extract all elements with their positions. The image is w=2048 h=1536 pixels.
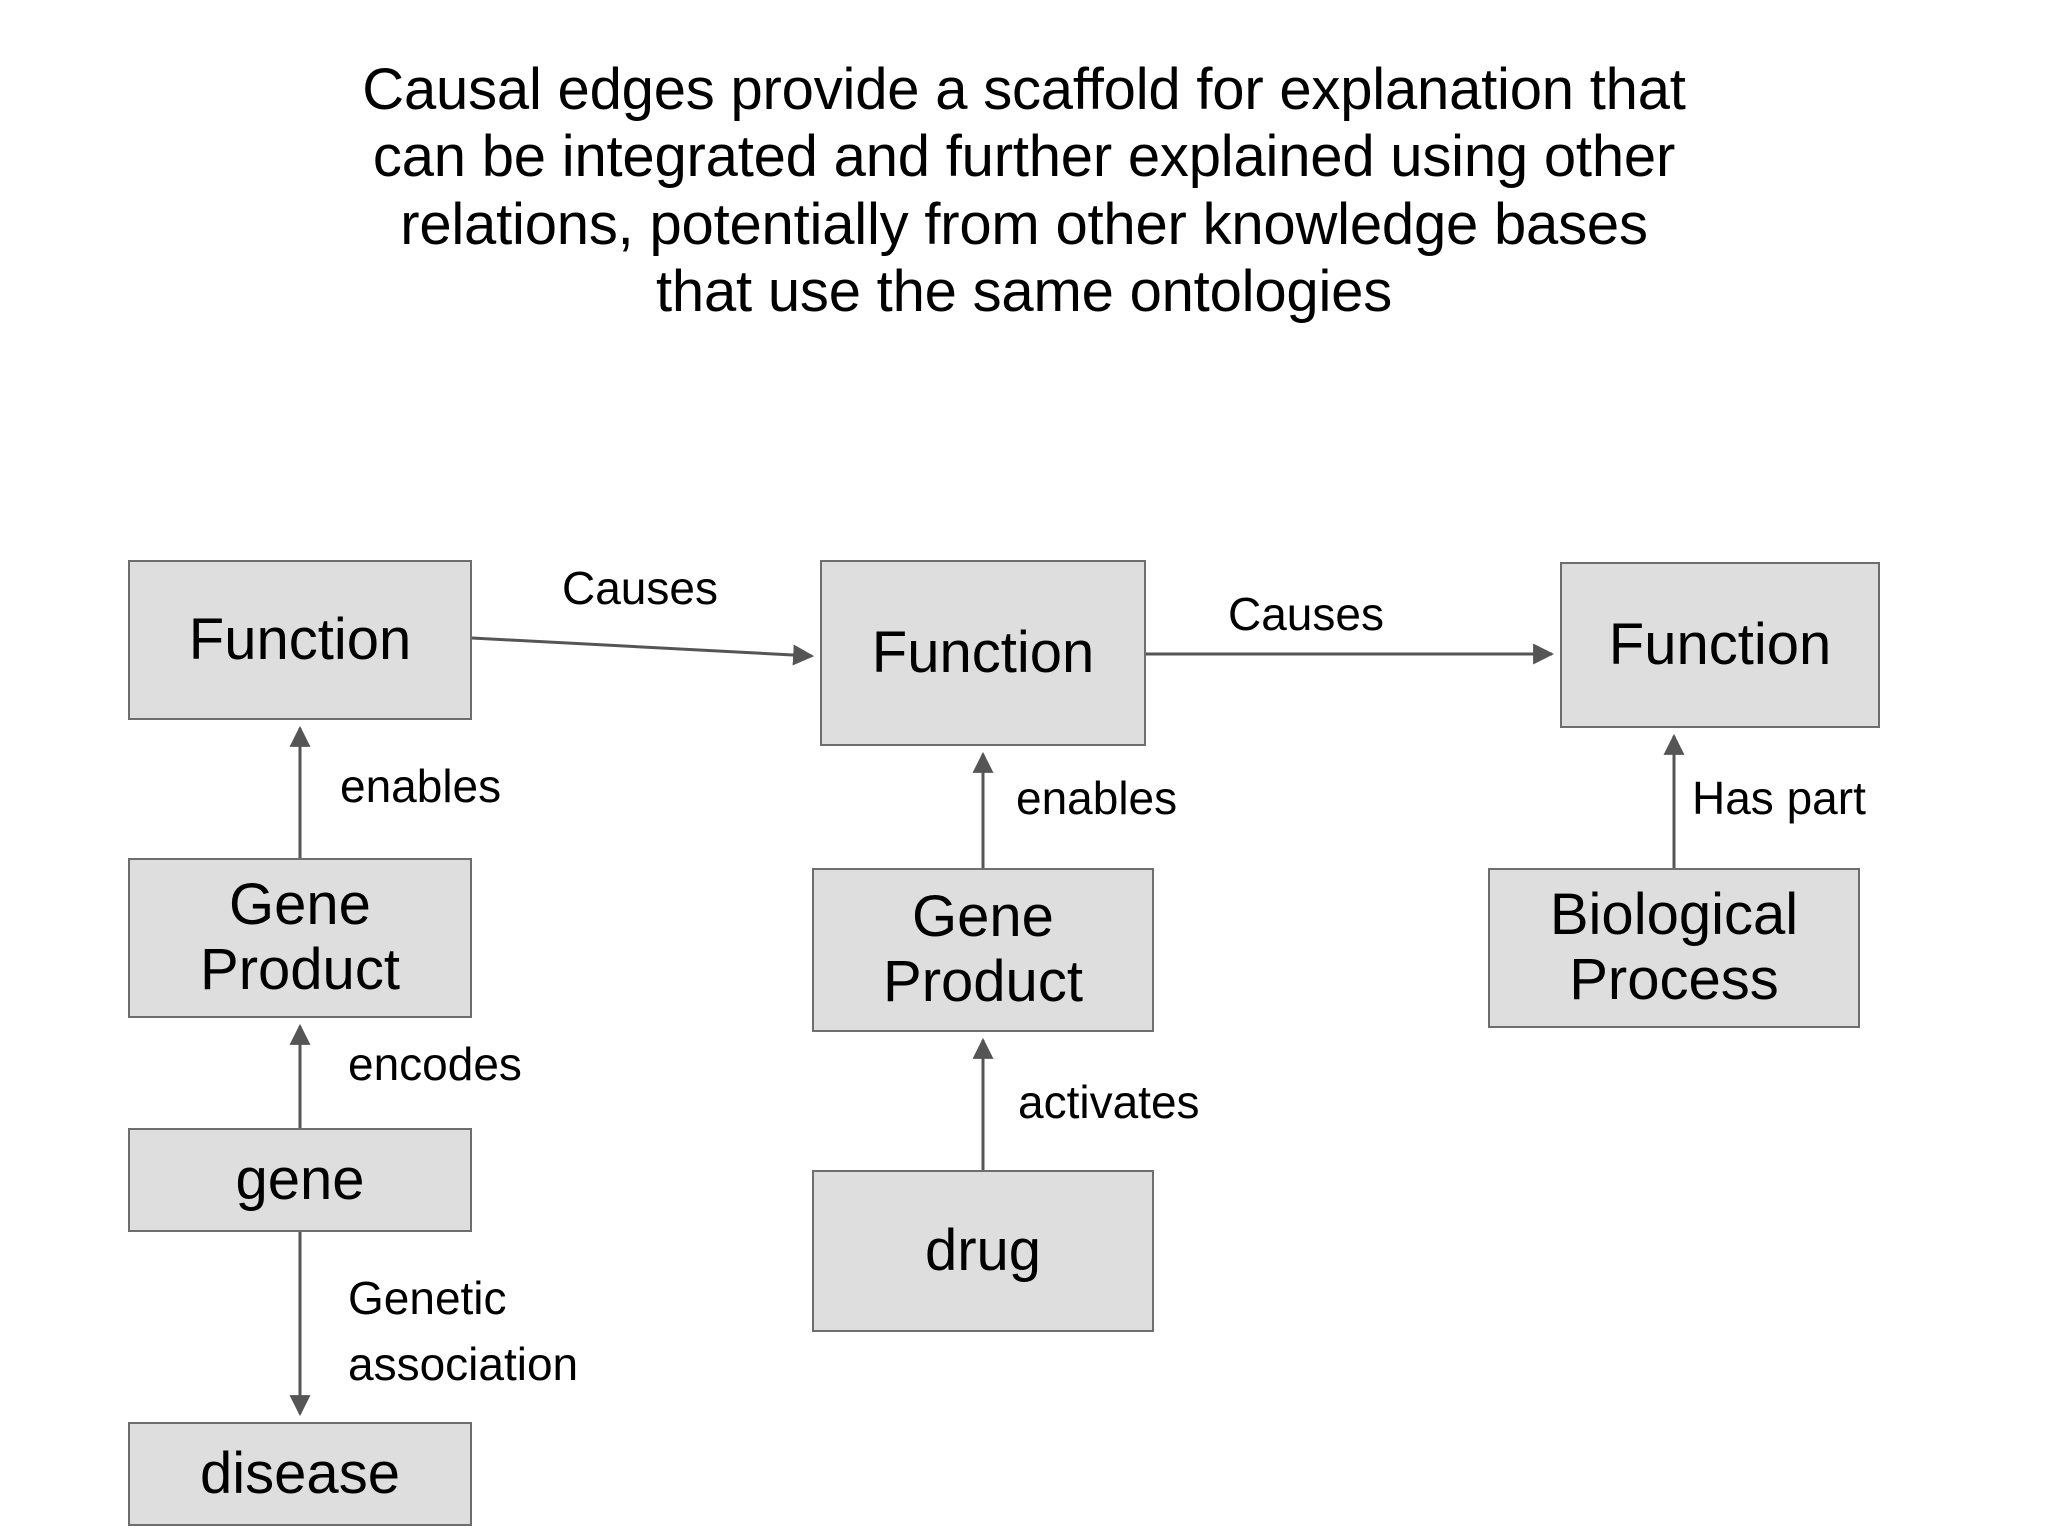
title-line-2: can be integrated and further explained … <box>372 124 1676 190</box>
node-label: Function <box>188 606 412 672</box>
node-gene[interactable]: gene <box>128 1128 472 1232</box>
edge-label-enables-left: enables <box>340 760 502 812</box>
node-label: disease <box>200 1440 400 1506</box>
node-label: gene <box>235 1146 365 1212</box>
node-gene-product-middle[interactable]: Gene Product <box>812 868 1154 1032</box>
node-function-left[interactable]: Function <box>128 560 472 720</box>
node-biological-process[interactable]: Biological Process <box>1488 868 1860 1028</box>
node-function-middle[interactable]: Function <box>820 560 1146 746</box>
node-label: Biological Process <box>1549 882 1799 1012</box>
node-gene-product-left[interactable]: Gene Product <box>128 858 472 1018</box>
title-line-4: that use the same ontologies <box>656 258 1392 324</box>
edge-label-has-part: Has part <box>1692 772 1866 824</box>
title-line-1: Causal edges provide a scaffold for expl… <box>362 57 1686 122</box>
edge-label-genetic-association-line-1: Genetic <box>348 1272 507 1324</box>
node-label: Gene Product <box>883 884 1083 1014</box>
page-title: Causal edges provide a scaffold for expl… <box>164 56 1884 325</box>
edge-label-causes-2: Causes <box>1228 588 1384 640</box>
node-label: Gene Product <box>200 872 400 1002</box>
node-label: Function <box>871 619 1095 685</box>
node-label: drug <box>924 1217 1042 1283</box>
edge-label-enables-middle: enables <box>1016 772 1178 824</box>
edge-label-activates: activates <box>1018 1076 1200 1128</box>
title-line-3: relations, potentially from other knowle… <box>400 191 1648 257</box>
edge-label-causes-1: Causes <box>562 562 718 614</box>
node-label: Function <box>1608 611 1832 677</box>
node-function-right[interactable]: Function <box>1560 562 1880 728</box>
edge-label-genetic-association-line-2: association <box>348 1338 579 1390</box>
edge-label-encodes: encodes <box>348 1038 522 1090</box>
edge-causes-1 <box>471 636 815 666</box>
node-drug[interactable]: drug <box>812 1170 1154 1332</box>
node-disease[interactable]: disease <box>128 1422 472 1526</box>
